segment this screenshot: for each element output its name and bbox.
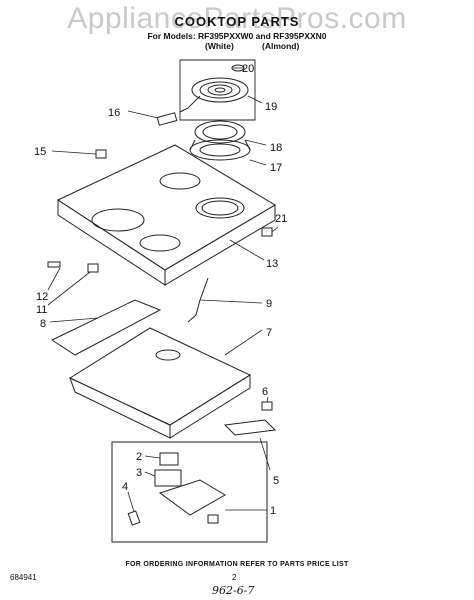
page-title: COOKTOP PARTS — [174, 14, 300, 29]
color-almond-label: (Almond) — [262, 41, 300, 51]
burner-box — [68, 327, 252, 439]
color-white-label: (White) — [205, 41, 234, 51]
support-rod — [187, 277, 209, 323]
callout-16: 16 — [108, 107, 120, 119]
front-panel — [50, 299, 162, 356]
callout-5: 5 — [273, 475, 279, 487]
callout-11: 11 — [36, 304, 47, 316]
callout-21: 21 — [275, 213, 287, 225]
cooktop-panel — [56, 144, 276, 286]
screw-part — [87, 263, 99, 273]
bracket-part — [95, 149, 107, 159]
clip-part — [261, 227, 273, 237]
callout-2: 2 — [136, 451, 142, 463]
ordering-note: FOR ORDERING INFORMATION REFER TO PARTS … — [125, 561, 349, 568]
strap-part — [223, 419, 277, 436]
callout-4: 4 — [122, 481, 128, 493]
callout-15: 15 — [34, 146, 46, 158]
terminal-block — [156, 112, 178, 126]
watermark: AppliancePartsPros.com — [67, 2, 407, 35]
callout-18: 18 — [270, 142, 282, 154]
handwritten-note: 962-6-7 — [212, 584, 255, 597]
switch-box — [111, 441, 268, 543]
callout-17: 17 — [270, 162, 282, 174]
callout-20: 20 — [242, 63, 254, 75]
leader-lines — [47, 67, 279, 513]
model-numbers: For Models: RF395PXXW0 and RF395PXXN0 — [147, 31, 327, 41]
callout-9: 9 — [266, 298, 272, 310]
callout-7: 7 — [266, 327, 272, 339]
callout-3: 3 — [136, 467, 142, 479]
callout-8: 8 — [40, 318, 46, 330]
infinite-switch — [127, 452, 226, 526]
spacer-part — [47, 261, 61, 268]
callout-1: 1 — [270, 505, 276, 517]
callout-labels: 20 16 19 15 18 17 21 13 12 11 9 8 7 6 2 … — [34, 63, 287, 517]
callout-13: 13 — [266, 258, 278, 270]
callout-12: 12 — [36, 291, 48, 303]
callout-6: 6 — [262, 386, 268, 398]
drip-bowl — [189, 120, 251, 161]
callout-19: 19 — [265, 101, 277, 113]
document-code: 684941 — [10, 573, 37, 582]
latch-part — [261, 401, 273, 411]
page-number: 2 — [232, 573, 237, 582]
